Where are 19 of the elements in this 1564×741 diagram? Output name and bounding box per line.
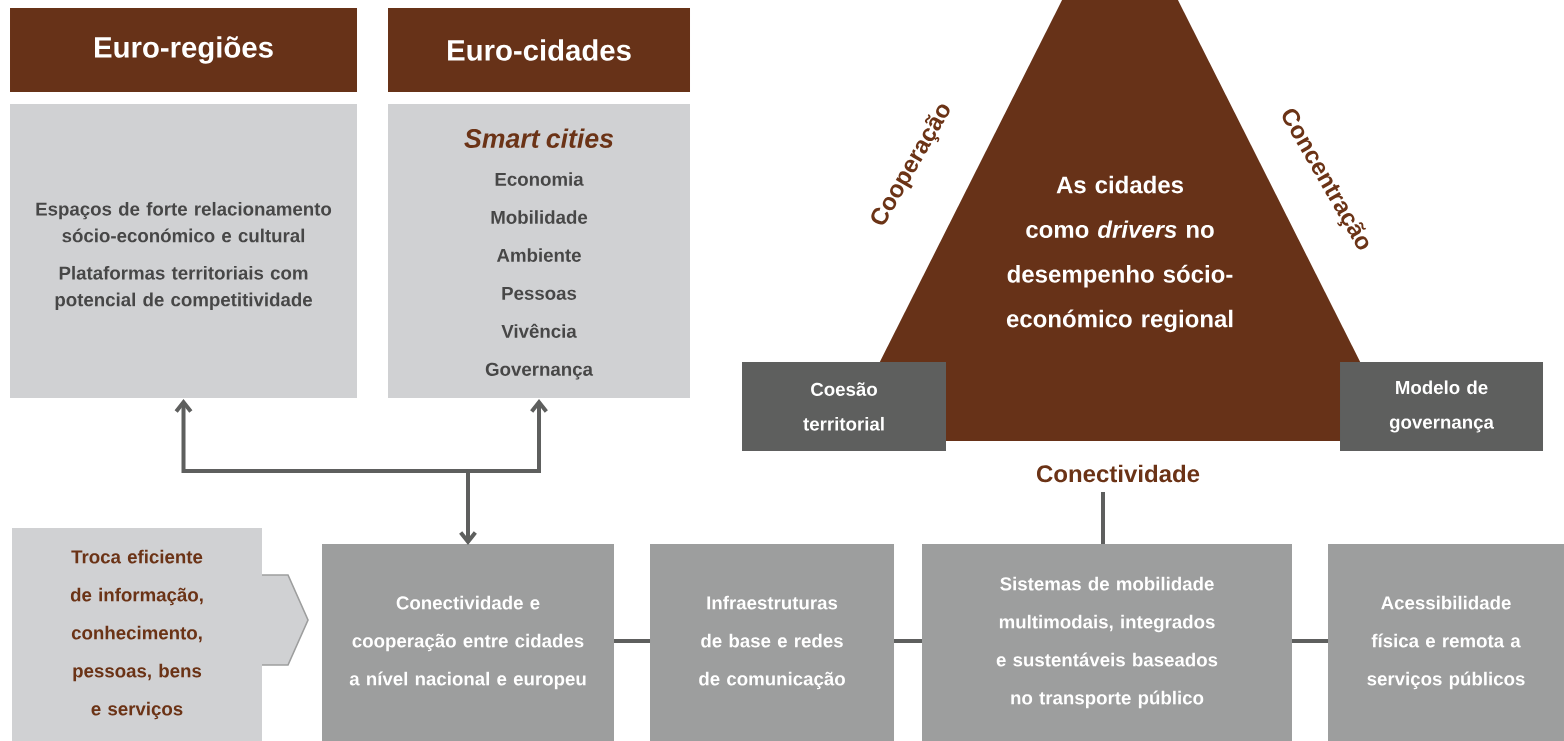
arrow	[174, 399, 470, 473]
arrow	[466, 399, 548, 473]
side-label: Conectividade	[1036, 464, 1200, 483]
connector	[894, 639, 922, 643]
process-box: Infraestruturas de base e redes de comunicação	[650, 544, 894, 741]
process-box: Conectividade e cooperação entre cidades a nível nacional e europeu	[322, 544, 614, 741]
connector	[1101, 492, 1105, 544]
header-box: Euro-cidades	[388, 8, 690, 92]
list-box: Smart cities Economia Mobilidade Ambiente Pessoas Vivência Governança	[388, 104, 690, 398]
arrow-box: Troca eficiente de informação, conhecimento, pessoas, bens e serviços	[12, 528, 309, 741]
process-box: Acessibilidade física e remota a serviços públicos	[1328, 544, 1564, 741]
corner-box: Coesão territorial	[742, 362, 946, 451]
header-box: Euro-regiões	[10, 8, 357, 92]
arrow	[459, 471, 477, 545]
text-box: Espaços de forte relacionamento sócio-económico e cultural Plataformas territoriais com potencial de competitividade	[10, 104, 357, 398]
connector	[614, 639, 650, 643]
connector	[1292, 639, 1328, 643]
process-box: Sistemas de mobilidade multimodais, integrados e sustentáveis baseados no transporte público	[922, 544, 1292, 741]
corner-box: Modelo de governança	[1340, 362, 1543, 451]
